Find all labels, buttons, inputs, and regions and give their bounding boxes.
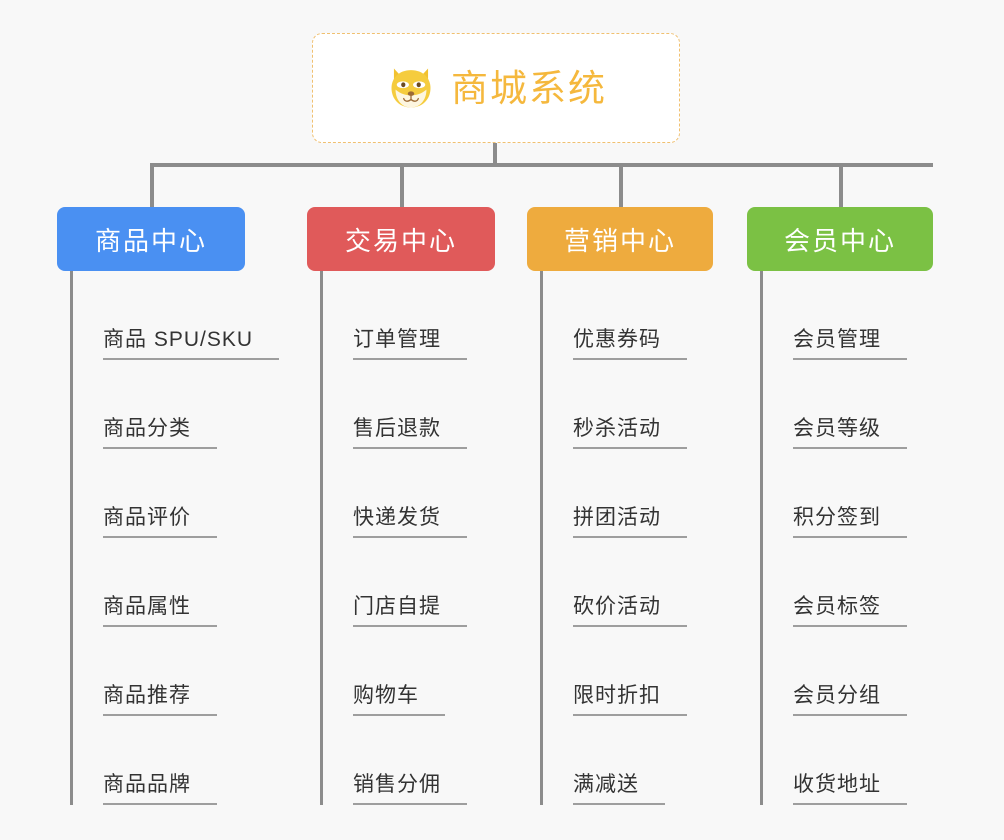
list-item[interactable]: 商品分类 (73, 360, 245, 449)
list-item-label: 拼团活动 (573, 505, 661, 529)
category-header-3[interactable]: 会员中心 (747, 207, 933, 271)
root-node-商城系统[interactable]: 商城系统 (312, 33, 680, 143)
branch-column-2: 营销中心 优惠券码 秒杀活动 拼团活动 砍价活动 限时折扣 满减送 (527, 207, 713, 805)
list-item[interactable]: 购物车 (323, 627, 495, 716)
category-item-list-1: 订单管理 售后退款 快递发货 门店自提 购物车 销售分佣 (320, 271, 495, 805)
list-item[interactable]: 秒杀活动 (543, 360, 713, 449)
list-item[interactable]: 收货地址 (763, 716, 933, 805)
list-item-label: 优惠券码 (573, 327, 661, 351)
list-item-label: 积分签到 (793, 505, 881, 529)
list-item-label: 会员等级 (793, 416, 881, 440)
category-item-list-2: 优惠券码 秒杀活动 拼团活动 砍价活动 限时折扣 满减送 (540, 271, 713, 805)
list-item-label: 商品属性 (103, 594, 191, 618)
list-item[interactable]: 砍价活动 (543, 538, 713, 627)
category-header-0[interactable]: 商品中心 (57, 207, 245, 271)
branch-column-3: 会员中心 会员管理 会员等级 积分签到 会员标签 会员分组 收货地址 (747, 207, 933, 805)
list-item[interactable]: 优惠券码 (543, 271, 713, 360)
list-item[interactable]: 销售分佣 (323, 716, 495, 805)
list-item[interactable]: 商品品牌 (73, 716, 245, 805)
list-item[interactable]: 限时折扣 (543, 627, 713, 716)
category-header-label: 会员中心 (783, 225, 896, 256)
list-item[interactable]: 门店自提 (323, 538, 495, 627)
category-header-label: 营销中心 (563, 225, 676, 256)
connector-drop-3 (839, 163, 843, 208)
category-item-list-0: 商品 SPU/SKU 商品分类 商品评价 商品属性 商品推荐 商品品牌 (70, 271, 280, 805)
connector-horizontal-bar (150, 163, 933, 167)
list-item-label: 订单管理 (353, 327, 441, 351)
list-item-label: 快递发货 (353, 505, 441, 529)
list-item[interactable]: 拼团活动 (543, 449, 713, 538)
list-item-label: 门店自提 (353, 594, 441, 618)
list-item[interactable]: 积分签到 (763, 449, 933, 538)
category-header-1[interactable]: 交易中心 (307, 207, 495, 271)
connector-drop-2 (619, 163, 623, 208)
list-item-label: 限时折扣 (573, 683, 661, 707)
list-item[interactable]: 快递发货 (323, 449, 495, 538)
category-header-label: 交易中心 (344, 225, 457, 256)
list-item-label: 砍价活动 (573, 594, 661, 618)
list-item-label: 会员管理 (793, 327, 881, 351)
branch-column-1: 交易中心 订单管理 售后退款 快递发货 门店自提 购物车 销售分佣 (307, 207, 495, 805)
category-item-list-3: 会员管理 会员等级 积分签到 会员标签 会员分组 收货地址 (760, 271, 933, 805)
list-item[interactable]: 会员等级 (763, 360, 933, 449)
list-item-label: 商品评价 (103, 505, 191, 529)
list-item[interactable]: 满减送 (543, 716, 713, 805)
list-item-label: 商品 SPU/SKU (103, 327, 254, 351)
connector-stem (493, 143, 497, 166)
category-header-label: 商品中心 (94, 225, 207, 256)
list-item[interactable]: 会员标签 (763, 538, 933, 627)
connector-drop-0 (150, 163, 154, 208)
list-item[interactable]: 会员分组 (763, 627, 933, 716)
list-item-label: 商品品牌 (103, 772, 191, 796)
branch-column-0: 商品中心 商品 SPU/SKU 商品分类 商品评价 商品属性 商品推荐 商品品牌 (57, 207, 280, 805)
list-item-label: 销售分佣 (353, 772, 441, 796)
list-item-label: 商品推荐 (103, 683, 191, 707)
list-item-label: 商品分类 (103, 416, 191, 440)
list-item[interactable]: 售后退款 (323, 360, 495, 449)
list-item[interactable]: 订单管理 (323, 271, 495, 360)
list-item[interactable]: 商品推荐 (73, 627, 245, 716)
list-item-label: 会员标签 (793, 594, 881, 618)
list-item-label: 购物车 (353, 683, 419, 707)
list-item-label: 会员分组 (793, 683, 881, 707)
category-header-2[interactable]: 营销中心 (527, 207, 713, 271)
list-item-label: 售后退款 (353, 416, 441, 440)
list-item-label: 收货地址 (793, 772, 881, 796)
list-item[interactable]: 商品 SPU/SKU (73, 271, 280, 360)
list-item-label: 满减送 (573, 772, 639, 796)
root-title: 商城系统 (451, 67, 607, 109)
list-item-label: 秒杀活动 (573, 416, 661, 440)
connector-drop-1 (400, 163, 404, 208)
list-item[interactable]: 商品属性 (73, 538, 245, 627)
shiba-dog-face-icon (391, 68, 431, 108)
list-item[interactable]: 会员管理 (763, 271, 933, 360)
list-item[interactable]: 商品评价 (73, 449, 245, 538)
